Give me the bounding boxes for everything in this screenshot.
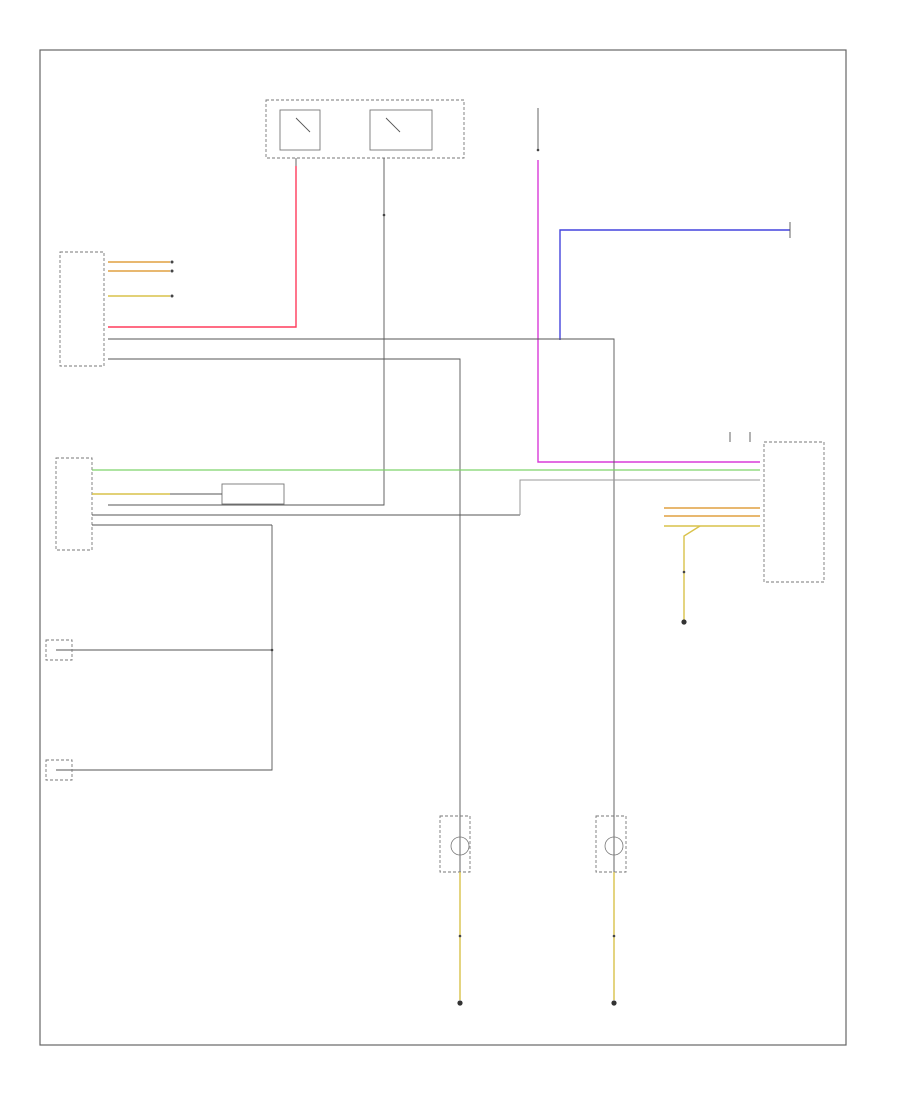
splice-dot [170,294,174,298]
left-lamp-bulb [450,836,470,856]
fuse-element-left [295,117,311,133]
ground-symbol [681,619,687,625]
wire-pink-feed [537,160,760,463]
fuse-right [369,109,433,151]
wire-gray-3 [519,479,760,515]
splice-dot [170,260,174,264]
sensor-box [221,483,285,505]
splice-dot [536,148,540,152]
fuse-element-right [385,117,401,133]
ground-symbol [457,1000,463,1006]
wire-gray-left-lamp [108,358,461,1000]
left-lamp-housing [439,815,471,873]
right-lamp-housing [595,815,627,873]
splice-dot [382,213,386,217]
diagram-frame [39,49,847,1046]
fuse-left [279,109,321,151]
splice-dot [682,570,686,574]
wire-blue [559,229,790,340]
module-left-top [59,251,105,367]
module-bottom-left [45,759,73,781]
wire-gray-feed [108,158,385,506]
wire-yellow-ground [683,525,701,620]
wire-vertical-left [56,525,273,771]
splice-dot [170,269,174,273]
ground-symbol [611,1000,617,1006]
splice-dot [612,934,616,938]
right-lamp-bulb [604,836,624,856]
splice-dot [458,934,462,938]
selector-lever-module [55,457,93,551]
module-mid-left [45,639,73,661]
wire-red-power [108,166,297,328]
fuse-box-component [265,99,465,159]
splice-dot [270,648,274,652]
transmission-control-module [763,441,825,583]
wire-gray-right-lamp [108,338,615,1000]
